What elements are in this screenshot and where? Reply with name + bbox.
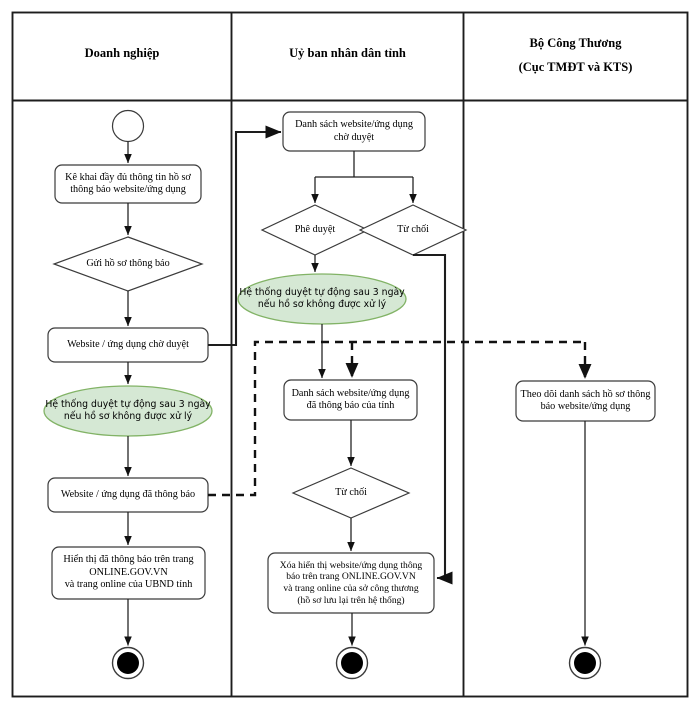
edge-tuchoi-top-to-xoa: [413, 253, 453, 585]
lane-title-text: Uỷ ban nhân dân tỉnh: [289, 46, 406, 60]
node-tu-choi-top: [358, 204, 468, 256]
node-phe-duyet: [260, 204, 370, 256]
node-ke-khai: [54, 164, 202, 204]
lane-title-doanh-nghiep: Doanh nghiệp: [14, 42, 230, 66]
edge-dsduyet-split: [315, 151, 413, 178]
swimlane-frame: [11, 11, 689, 698]
node-gui-ho-so: [52, 236, 204, 292]
node-start-left: [111, 109, 145, 143]
edge-dashed-trunk: [208, 340, 585, 497]
node-theo-doi: [515, 380, 656, 422]
node-danh-sach-cho-duyet: [282, 111, 426, 152]
node-auto-duyet-left: [43, 385, 213, 437]
edge-chorduyet-to-dsduyet: [208, 125, 282, 347]
lane-title-ubnd: Uỷ ban nhân dân tỉnh: [233, 42, 462, 66]
node-danh-sach-da-thong-bao: [283, 379, 418, 421]
lane-title-text: Doanh nghiệp: [84, 46, 160, 60]
node-end-right: [568, 646, 602, 680]
node-website-cho-duyet: [47, 327, 209, 363]
node-tu-choi-bottom: [291, 467, 411, 519]
node-xoa-hien-thi: [267, 552, 435, 614]
node-auto-duyet-mid: [237, 273, 407, 325]
node-hien-thi: [51, 546, 206, 600]
node-website-da-thong-bao: [47, 477, 209, 513]
node-end-left: [111, 646, 145, 680]
lane-title-text: Bộ Công Thương: [529, 36, 622, 50]
lane-title-bct: Bộ Công Thương (Cục TMĐT và KTS): [465, 32, 686, 80]
lane-subtitle-text: (Cục TMĐT và KTS): [518, 59, 633, 74]
node-end-mid: [335, 646, 369, 680]
